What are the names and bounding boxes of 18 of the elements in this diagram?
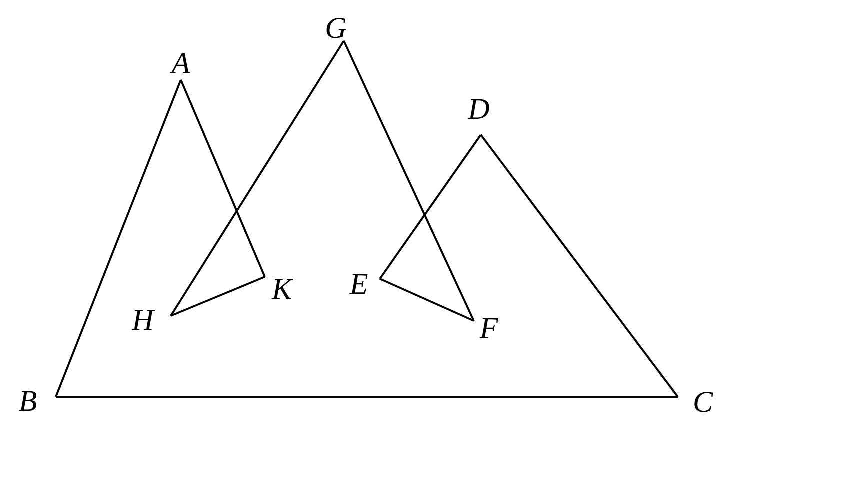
point-label: H xyxy=(129,306,157,336)
line-segment xyxy=(480,134,679,398)
line-segment xyxy=(343,40,475,322)
line-segment xyxy=(170,276,266,317)
line-segment xyxy=(56,396,678,398)
point-label: A xyxy=(167,49,195,79)
line-segment xyxy=(379,134,482,280)
line-segment xyxy=(170,40,345,317)
line-segment xyxy=(55,80,182,398)
point-label: K xyxy=(268,275,296,305)
point-label: B xyxy=(14,387,42,417)
point-label: E xyxy=(345,270,373,300)
point-label: G xyxy=(322,14,350,44)
point-label: F xyxy=(475,314,503,344)
point-label: C xyxy=(689,388,717,418)
line-segment xyxy=(180,80,266,278)
line-segment xyxy=(380,278,474,322)
point-label: D xyxy=(465,95,493,125)
